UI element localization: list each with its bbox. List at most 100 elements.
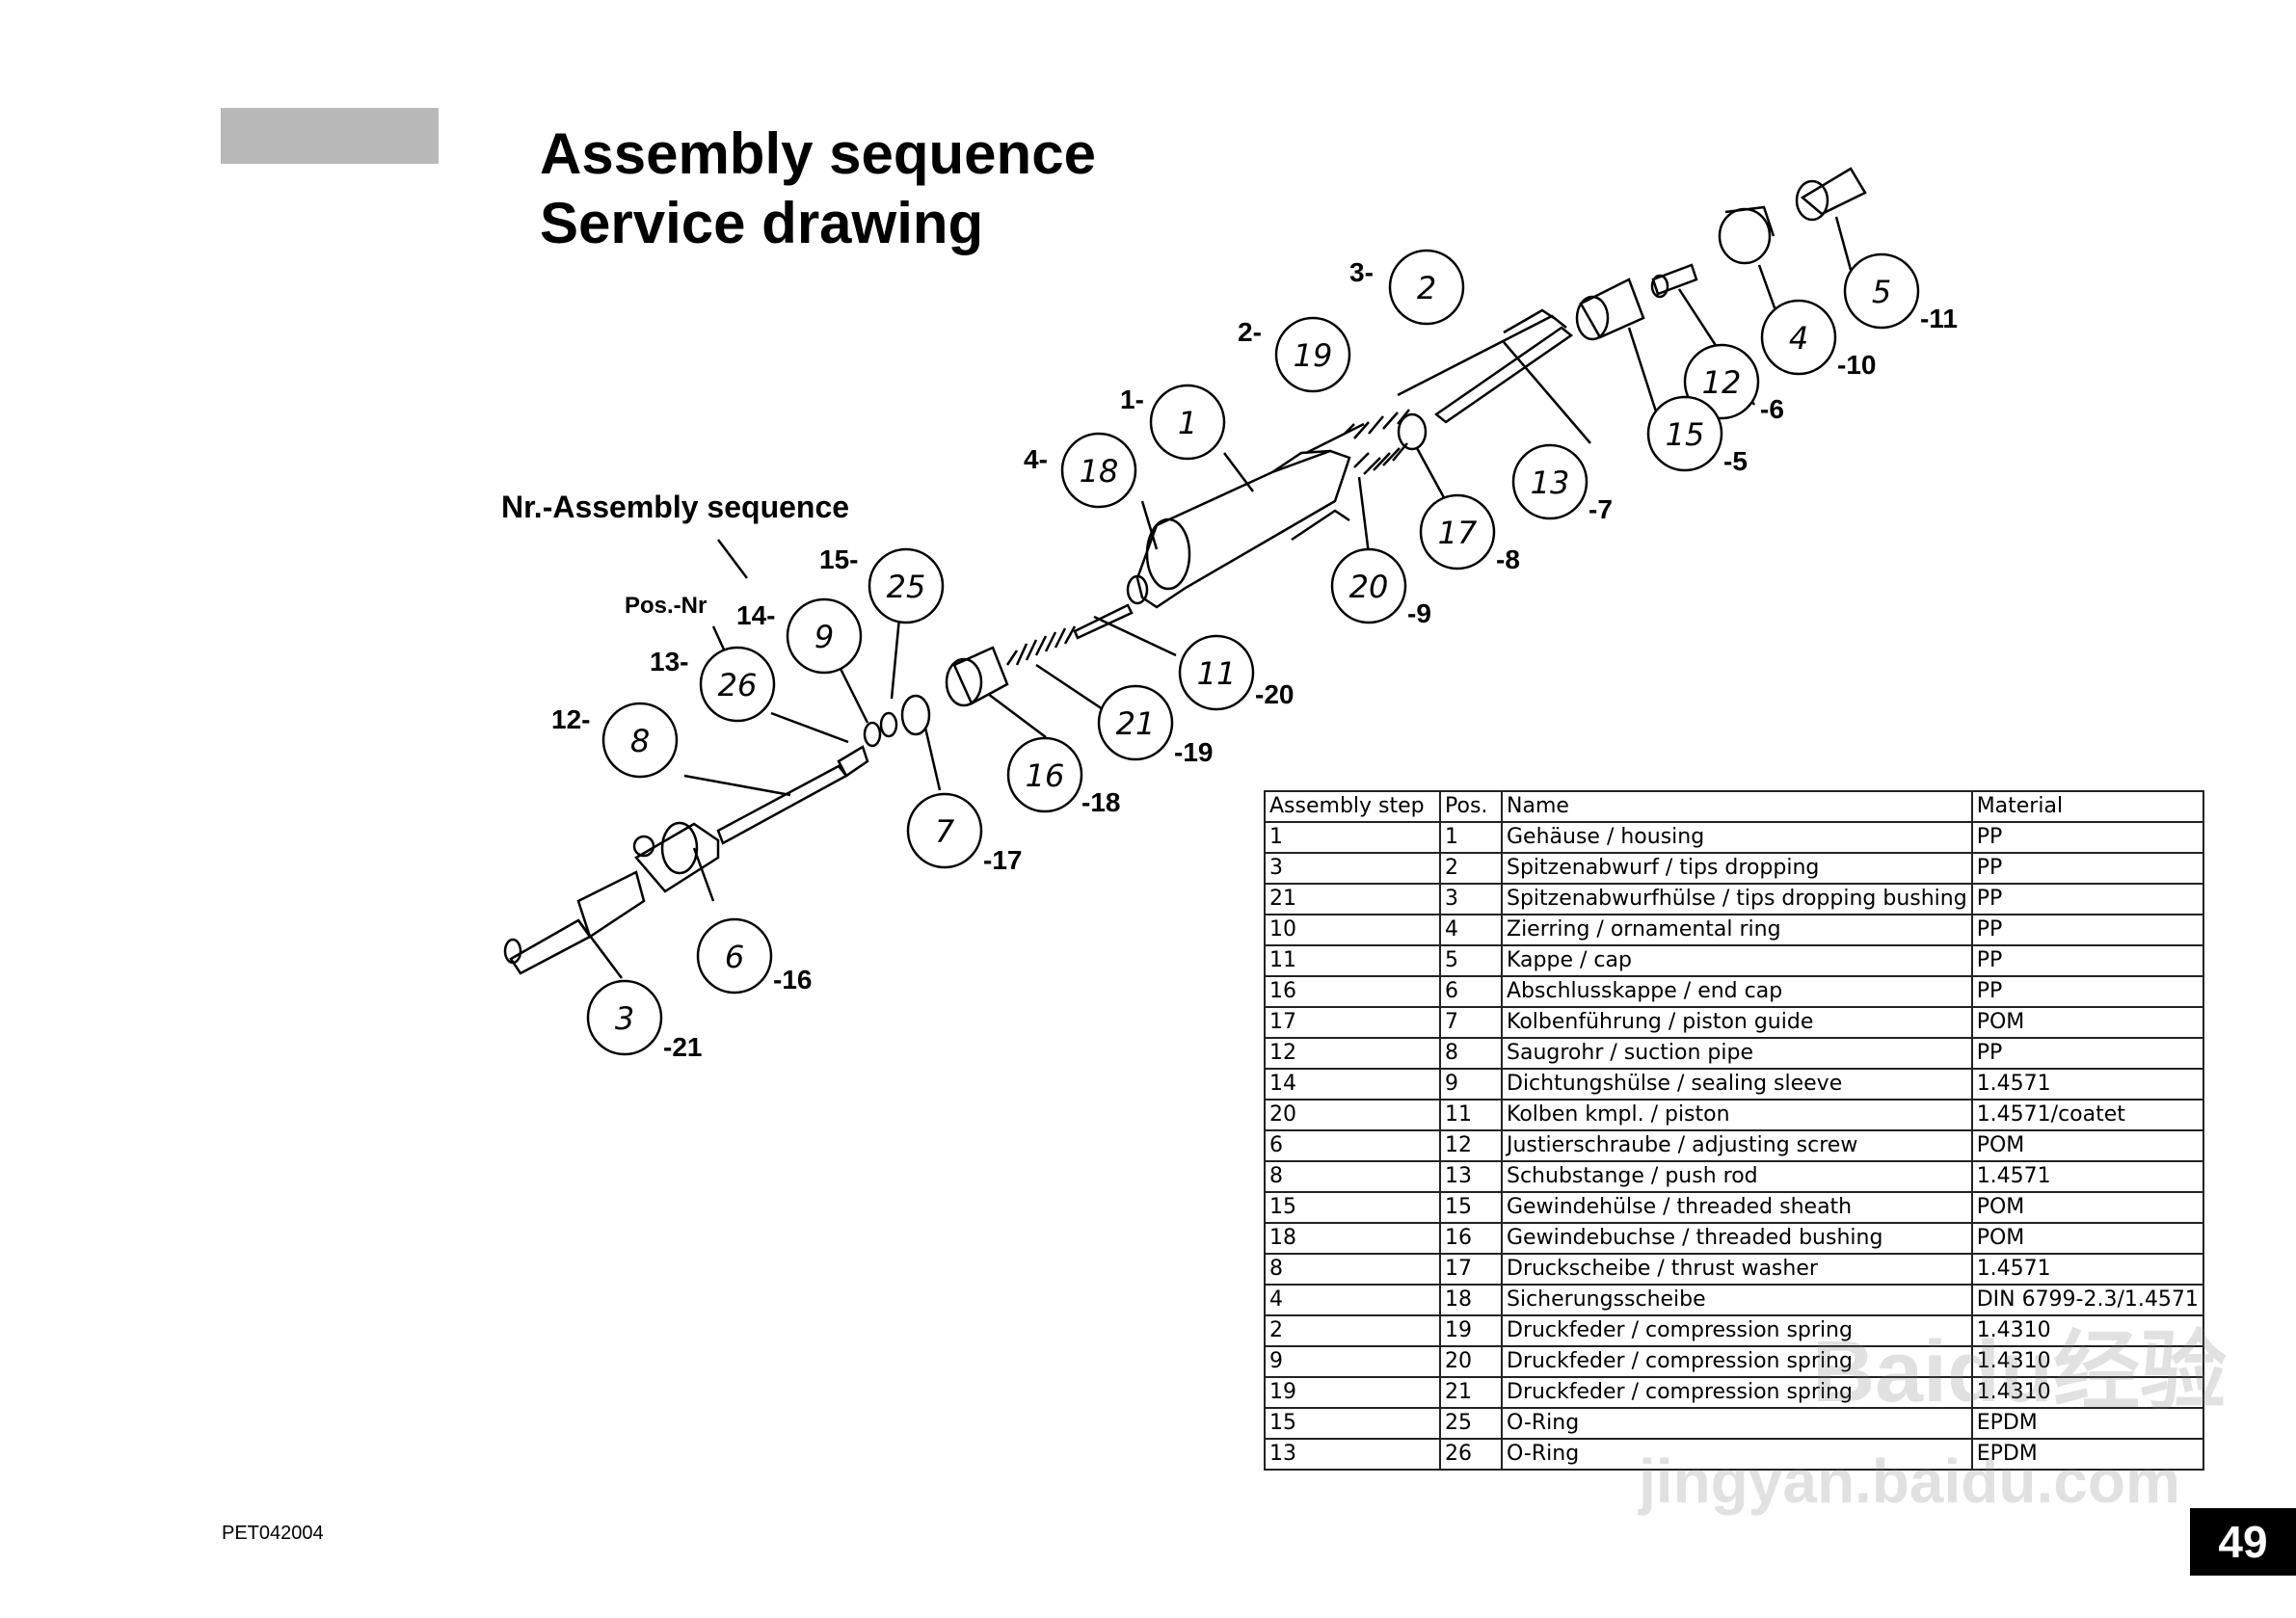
cell-material: DIN 6799-2.3/1.4571 [1970,1284,2204,1316]
cell-pos: 13 [1439,1160,1503,1193]
cell-name: Abschlusskappe / end cap [1501,975,1973,1008]
cell-material: POM [1970,1222,2204,1255]
callout-pos-4: 4 [1789,320,1808,357]
cell-material: POM [1970,1006,2204,1039]
callout-step-21: -21 [663,1032,702,1062]
cell-name: Justierschraube / adjusting screw [1501,1129,1973,1162]
cell-assembly-step: 12 [1264,1037,1441,1070]
cell-name: O-Ring [1501,1407,1973,1440]
cell-assembly-step: 13 [1264,1438,1441,1471]
cell-assembly-step: 15 [1264,1407,1441,1440]
cell-name: Spitzenabwurf / tips dropping [1501,852,1973,885]
callout-step-13: 13- [650,647,688,676]
callout-pos-6: 6 [725,939,744,975]
callout-pos-17: 17 [1438,515,1478,551]
callout-pos-9: 9 [814,619,834,655]
callout-pos-19: 19 [1294,337,1333,374]
cell-assembly-step: 10 [1264,914,1441,946]
callout-pos-11: 11 [1197,655,1237,692]
page-title-line1: Assembly sequence [540,121,1096,186]
cell-material: 1.4571 [1970,1253,2204,1286]
cell-name: Sicherungsscheibe [1501,1284,1973,1316]
callout-step-17: -17 [983,845,1022,875]
cell-assembly-step: 16 [1264,975,1441,1008]
callout-step-8: -8 [1496,544,1520,574]
callout-pos-15: 15 [1666,416,1705,453]
cell-material: PP [1970,821,2204,854]
cell-name: Spitzenabwurfhülse / tips dropping bushi… [1501,883,1973,915]
callout-pos-21: 21 [1116,705,1156,742]
callout-step-12: 12- [551,704,590,734]
cell-assembly-step: 6 [1264,1129,1441,1162]
cell-name: Kolben kmpl. / piston [1501,1099,1973,1131]
cell-name: Gewindehülse / threaded sheath [1501,1191,1973,1224]
header-assembly-step: Assembly step [1264,790,1441,823]
cell-pos: 20 [1439,1345,1503,1378]
cell-pos: 15 [1439,1191,1503,1224]
callout-step-15: 15- [819,544,858,574]
header-name: Name [1501,790,1973,823]
callout-pos-16: 16 [1026,757,1065,794]
assembly-sequence-label: Nr.-Assembly sequence [501,490,850,524]
cell-pos: 3 [1439,883,1503,915]
callout-step-4: 4- [1024,444,1048,474]
callout-step-1: 1- [1120,385,1144,414]
cell-pos: 18 [1439,1284,1503,1316]
cell-material: 1.4310 [1970,1314,2204,1347]
cell-pos: 8 [1439,1037,1503,1070]
callout-step-9: -9 [1407,598,1431,628]
cell-pos: 26 [1439,1438,1503,1471]
callout-pos-20: 20 [1349,569,1389,605]
cell-name: Zierring / ornamental ring [1501,914,1973,946]
cell-pos: 6 [1439,975,1503,1008]
cell-name: Druckfeder / compression spring [1501,1376,1973,1409]
cell-assembly-step: 18 [1264,1222,1441,1255]
cell-material: PP [1970,1037,2204,1070]
callout-pos-25: 25 [887,569,926,605]
callout-pos-3: 3 [615,1000,634,1037]
cell-assembly-step: 9 [1264,1345,1441,1378]
cell-assembly-step: 17 [1264,1006,1441,1039]
cell-material: PP [1970,975,2204,1008]
cell-name: Gewindebuchse / threaded bushing [1501,1222,1973,1255]
cell-material: POM [1970,1129,2204,1162]
callout-step-6: -6 [1760,394,1784,424]
cell-material: 1.4571/coatet [1970,1099,2204,1131]
cell-material: 1.4571 [1970,1160,2204,1193]
callout-pos-18: 18 [1080,453,1119,490]
cell-name: Schubstange / push rod [1501,1160,1973,1193]
cell-material: 1.4571 [1970,1068,2204,1101]
cell-assembly-step: 2 [1264,1314,1441,1347]
callout-pos-8: 8 [630,723,650,759]
cell-name: Druckfeder / compression spring [1501,1345,1973,1378]
section-tab [221,108,439,164]
cell-assembly-step: 14 [1264,1068,1441,1101]
header-material: Material [1970,790,2204,823]
cell-material: PP [1970,914,2204,946]
cell-name: Kappe / cap [1501,944,1973,977]
document-code: PET042004 [222,1523,324,1544]
callout-step-7: -7 [1589,494,1613,524]
cell-name: Saugrohr / suction pipe [1501,1037,1973,1070]
cell-material: 1.4310 [1970,1376,2204,1409]
cell-pos: 1 [1439,821,1503,854]
cell-pos: 5 [1439,944,1503,977]
cell-pos: 21 [1439,1376,1503,1409]
cell-assembly-step: 20 [1264,1099,1441,1131]
cell-assembly-step: 15 [1264,1191,1441,1224]
